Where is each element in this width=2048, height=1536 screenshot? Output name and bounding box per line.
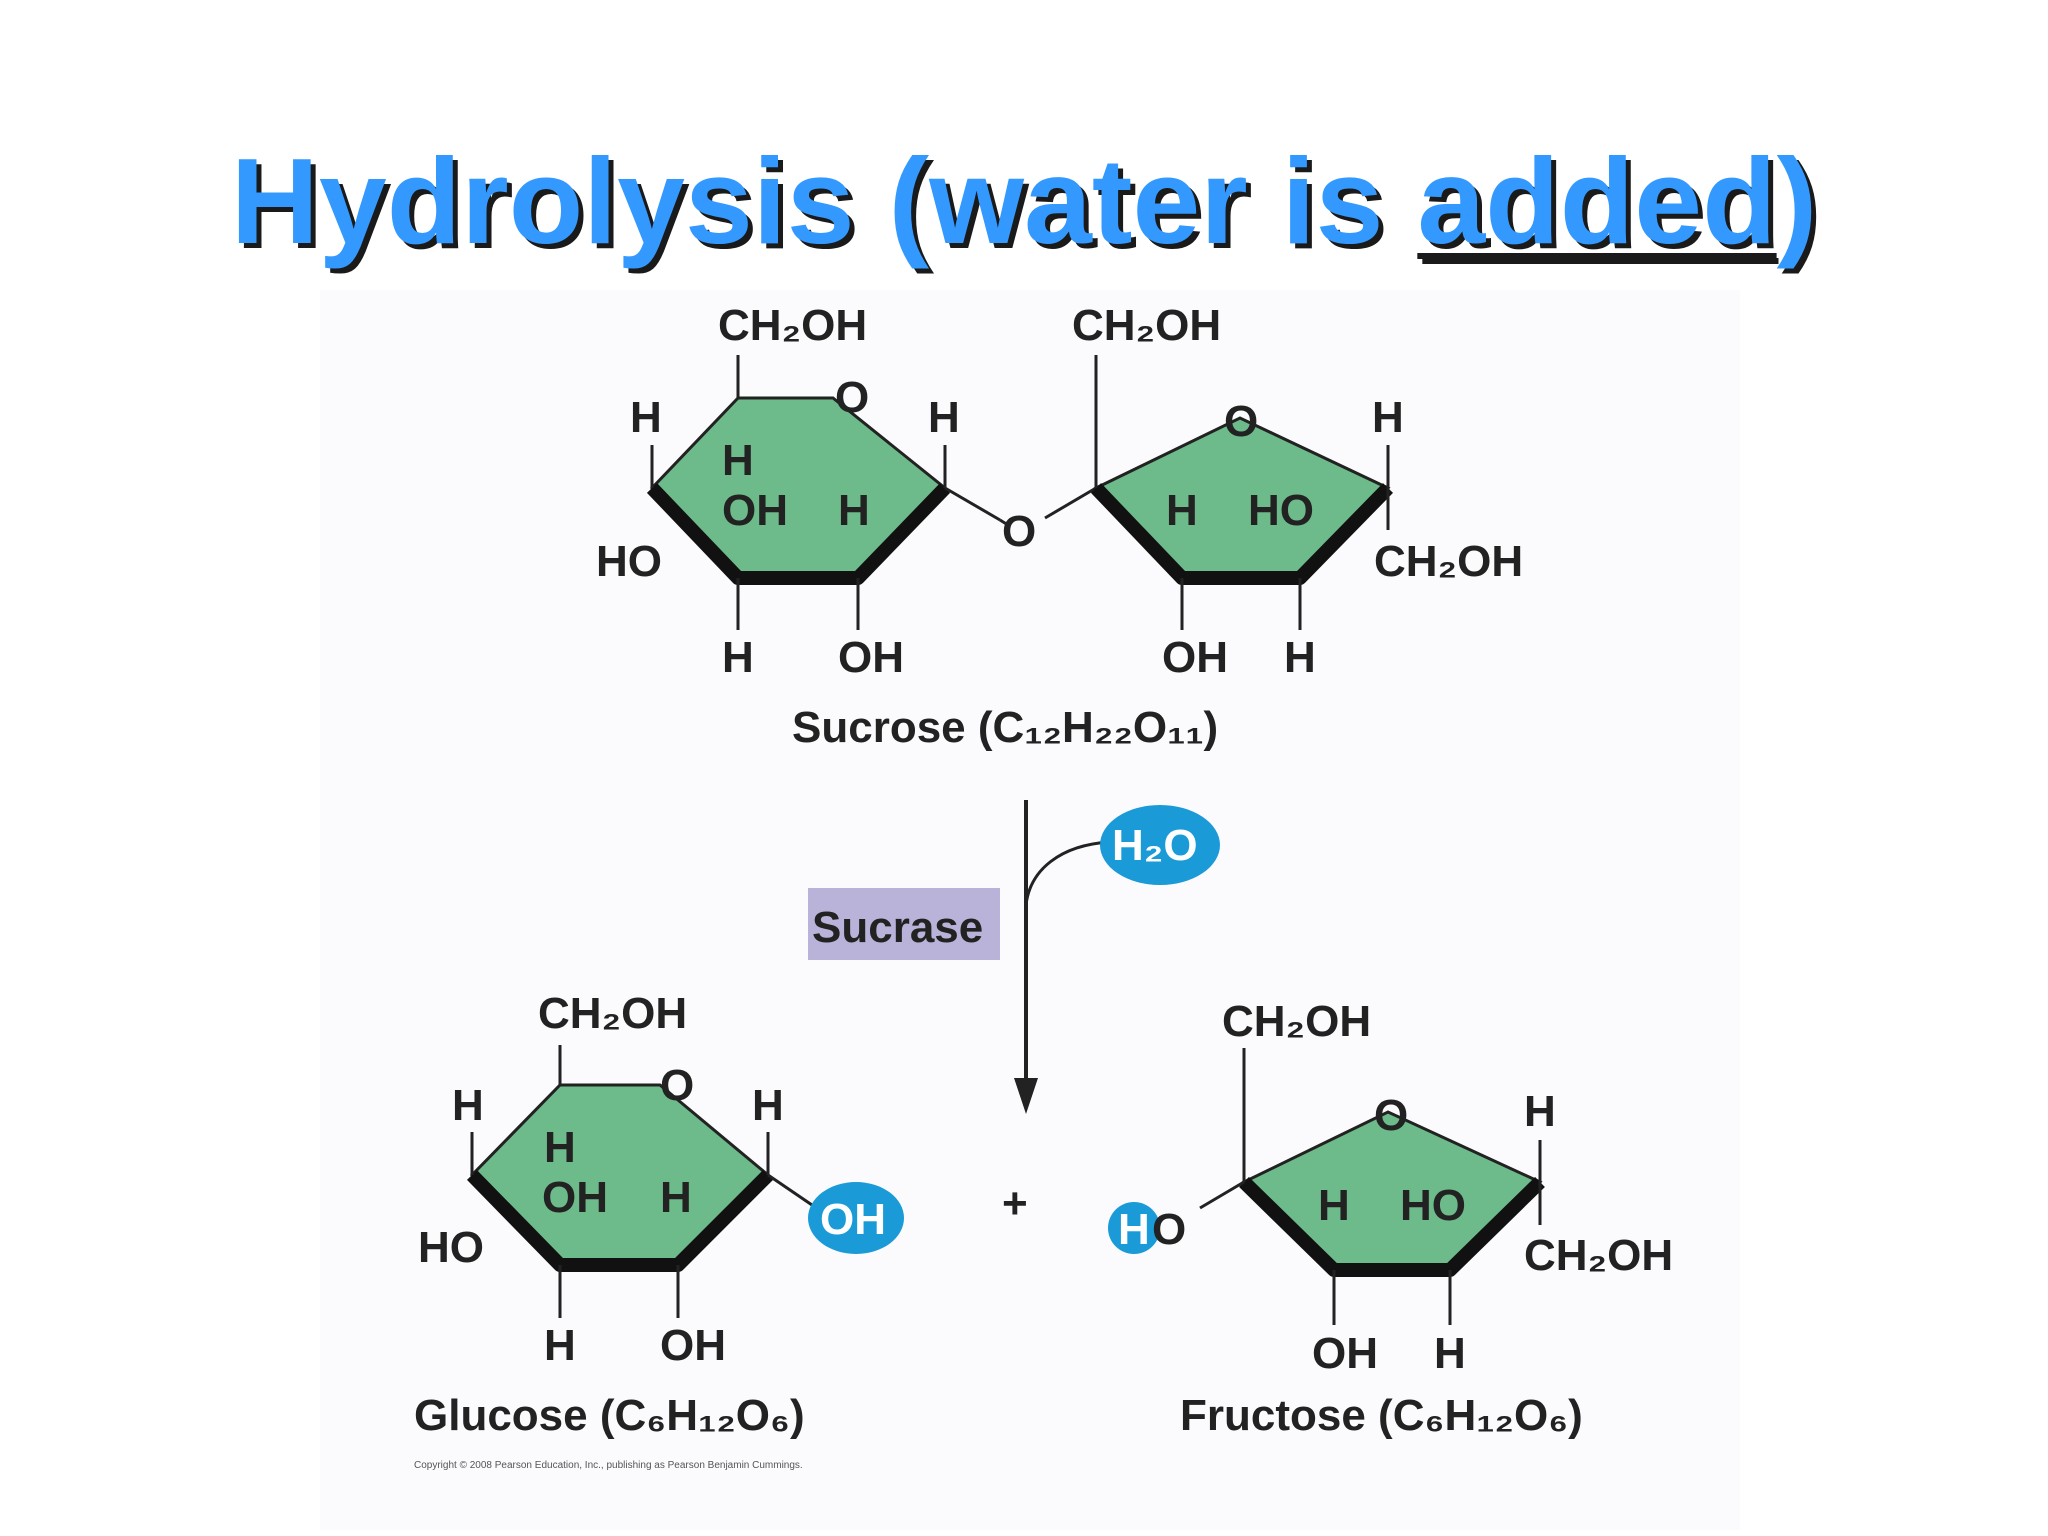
- ring-bold-edge: [466, 1170, 773, 1272]
- enzyme-box: [808, 888, 1000, 960]
- ring-oxygen: O: [1224, 397, 1258, 446]
- title-underlined-word: added: [1417, 133, 1777, 269]
- water-bubble: [1100, 805, 1220, 885]
- top-group: CH₂OH: [718, 301, 867, 350]
- h-inner-2: H: [660, 1173, 692, 1222]
- plus-sign: +: [1002, 1179, 1028, 1228]
- added-h-bubble: [1108, 1202, 1160, 1254]
- ho-left: HO: [596, 537, 662, 586]
- h-right: H: [1372, 393, 1404, 442]
- fructose-caption: Fructose (C₆H₁₂O₆): [1180, 1391, 1583, 1440]
- h-inner: H: [1318, 1181, 1350, 1230]
- bond: [767, 1173, 813, 1207]
- added-oh-bubble: [808, 1182, 904, 1254]
- water-curve: [1024, 840, 1111, 906]
- ring-bold-edge: [1090, 483, 1394, 585]
- title-close: ): [1776, 133, 1818, 269]
- oh-bottom: OH: [1162, 633, 1228, 682]
- oh-inner: OH: [722, 486, 788, 535]
- h-inner-2: H: [838, 486, 870, 535]
- h-inner: H: [1166, 486, 1198, 535]
- title-main: Hydrolysis (water is: [230, 133, 1418, 269]
- sucrose-fructose-ring: CH₂OH O H H HO CH₂OH OH H: [1072, 301, 1523, 682]
- oh-inner: OH: [542, 1173, 608, 1222]
- h-left: H: [452, 1081, 484, 1130]
- ho-left: HO: [418, 1223, 484, 1272]
- h-right: H: [752, 1081, 784, 1130]
- ch2oh-right: CH₂OH: [1524, 1231, 1673, 1280]
- h-bottom: H: [1284, 633, 1316, 682]
- h-inner: H: [544, 1123, 576, 1172]
- ring-oxygen: O: [660, 1061, 694, 1110]
- h-bottom: H: [544, 1321, 576, 1370]
- h-bottom: H: [722, 633, 754, 682]
- bridge-oxygen: O: [1002, 507, 1036, 556]
- oh-bottom: OH: [838, 633, 904, 682]
- enzyme-label: Sucrase: [812, 903, 983, 952]
- fructose-molecule: CH₂OH O H H HO CH₂OH OH H H O: [1108, 997, 1673, 1378]
- glucose-molecule: CH₂OH O H H H OH H HO H OH OH: [418, 989, 904, 1370]
- bond: [1199, 1180, 1245, 1210]
- ring-bold-edge: [646, 483, 951, 585]
- bridge-bond-left: [999, 518, 1009, 527]
- ring-oxygen: O: [835, 373, 869, 422]
- top-group: CH₂OH: [1222, 997, 1371, 1046]
- water-label: H₂O: [1112, 821, 1198, 870]
- bridge-bond-right: [1044, 486, 1097, 520]
- h-left: H: [630, 393, 662, 442]
- added-o-label: O: [1152, 1205, 1186, 1254]
- h-inner: H: [722, 436, 754, 485]
- added-h-label: H: [1118, 1205, 1150, 1254]
- copyright-notice: Copyright © 2008 Pearson Education, Inc.…: [414, 1460, 803, 1471]
- top-group: CH₂OH: [1072, 301, 1221, 350]
- ho-inner: HO: [1400, 1181, 1466, 1230]
- sucrose-caption: Sucrose (C₁₂H₂₂O₁₁): [792, 703, 1218, 752]
- h-bottom: H: [1434, 1329, 1466, 1378]
- figure-panel: [320, 290, 1740, 1530]
- glucose-caption: Glucose (C₆H₁₂O₆): [414, 1391, 805, 1440]
- ring-bold-edge: [1239, 1176, 1545, 1277]
- h-right: H: [928, 393, 960, 442]
- ho-inner: HO: [1248, 486, 1314, 535]
- oh-bottom: OH: [1312, 1329, 1378, 1378]
- slide-title: Hydrolysis (water is added): [0, 128, 2048, 274]
- added-oh-label: OH: [820, 1195, 886, 1244]
- sucrose-glucose-ring: CH₂OH O H H H OH H HO H OH: [596, 301, 1001, 682]
- ring-oxygen: O: [1374, 1091, 1408, 1140]
- bond: [944, 486, 1001, 522]
- oh-bottom: OH: [660, 1321, 726, 1370]
- ch2oh-right: CH₂OH: [1374, 537, 1523, 586]
- reaction-arrow-head: [1014, 1078, 1038, 1114]
- h-right: H: [1524, 1087, 1556, 1136]
- top-group: CH₂OH: [538, 989, 687, 1038]
